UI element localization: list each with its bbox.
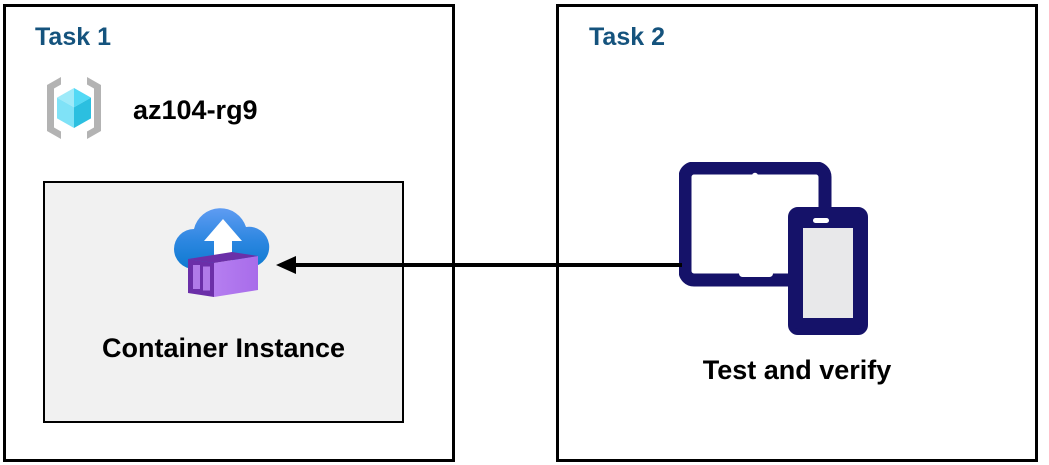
resource-group-row: az104-rg9 [35,69,258,152]
panel-title-task-2: Task 2 [589,23,665,51]
panel-task-1: Task 1 az104-rg9 [3,4,455,462]
panel-task-2: Task 2 Test and veri [556,4,1038,462]
azure-container-instance-icon [164,197,284,312]
resource-group-name: az104-rg9 [133,95,258,125]
container-instance-label: Container Instance [101,333,346,363]
devices-icon-wrap [678,161,879,347]
panel-title-task-1: Task 1 [35,23,111,51]
azure-resource-group-icon [35,69,113,152]
container-instance-box: Container Instance [43,181,404,423]
tablet-and-phone-icon [678,161,879,346]
test-and-verify-label: Test and verify [702,355,892,385]
container-instance-icon-wrap [45,197,402,312]
